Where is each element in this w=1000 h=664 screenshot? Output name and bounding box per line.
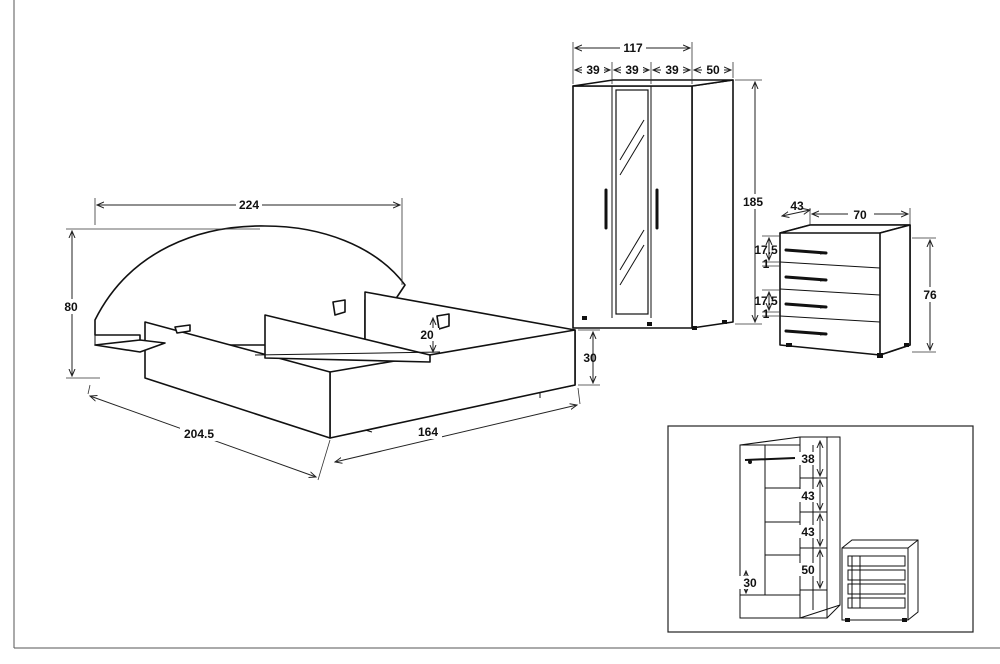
interior-shelf4-label: 50 xyxy=(801,563,815,577)
dresser-dimensions: 43 70 76 17.5 1 17.5 1 xyxy=(754,199,942,353)
dresser-depth-label: 43 xyxy=(790,199,804,213)
dresser-drawer-handle-4 xyxy=(784,329,828,336)
bed-height-label: 80 xyxy=(64,300,78,314)
bed-bracket-left xyxy=(332,299,346,316)
bed-nightstand-shelf xyxy=(94,339,166,353)
interior-dimensions: 38 43 43 50 30 xyxy=(739,441,820,593)
wardrobe-dimensions: 117 39 39 39 50 185 xyxy=(572,40,768,325)
wardrobe-door1-label: 39 xyxy=(586,63,600,77)
bed-bracket-right xyxy=(436,313,450,330)
wardrobe-total-width-label: 117 xyxy=(623,41,643,55)
dresser-drawer-handle-1 xyxy=(784,248,828,255)
interior-dresser-drawing xyxy=(841,539,919,622)
wardrobe-door3-label: 39 xyxy=(665,63,679,77)
bed-headboard xyxy=(94,225,406,346)
bed-dimensions: 224 80 204.5 164 30 20 xyxy=(60,197,600,481)
dresser-gap-top-label: 1 xyxy=(763,257,770,271)
dresser-gap-bottom-label: 1 xyxy=(763,307,770,321)
dresser-drawing xyxy=(779,224,911,358)
bed-width-label: 224 xyxy=(239,198,259,212)
bed-drawing xyxy=(94,225,576,439)
bed-length-label: 204.5 xyxy=(184,427,214,441)
interior-shelf2-label: 43 xyxy=(801,489,815,503)
bed-inner-width-label: 164 xyxy=(418,425,438,439)
wardrobe-side xyxy=(691,79,734,329)
dresser-drawer-bottom-label: 17.5 xyxy=(754,294,778,308)
bed-side-height-label: 30 xyxy=(583,351,597,365)
dresser-width-label: 70 xyxy=(853,208,867,222)
wardrobe-height-label: 185 xyxy=(743,195,763,209)
dresser-drawer-top-label: 17.5 xyxy=(754,243,778,257)
dresser-drawer-handle-3 xyxy=(784,302,828,309)
interior-bottom-label: 30 xyxy=(743,576,757,590)
bed-bracket-small xyxy=(174,324,191,334)
dresser-height-label: 76 xyxy=(923,288,937,302)
wardrobe-mirror xyxy=(615,89,649,315)
dresser-side xyxy=(879,224,911,356)
bed-slat-support-label: 20 xyxy=(420,328,434,342)
wardrobe-depth-label: 50 xyxy=(706,63,720,77)
interior-shelf1-label: 38 xyxy=(801,452,815,466)
wardrobe-top xyxy=(572,79,734,87)
wardrobe-door2-label: 39 xyxy=(625,63,639,77)
dresser-drawer-handle-2 xyxy=(784,275,828,282)
interior-shelf3-label: 43 xyxy=(801,525,815,539)
wardrobe-drawing xyxy=(572,79,734,330)
